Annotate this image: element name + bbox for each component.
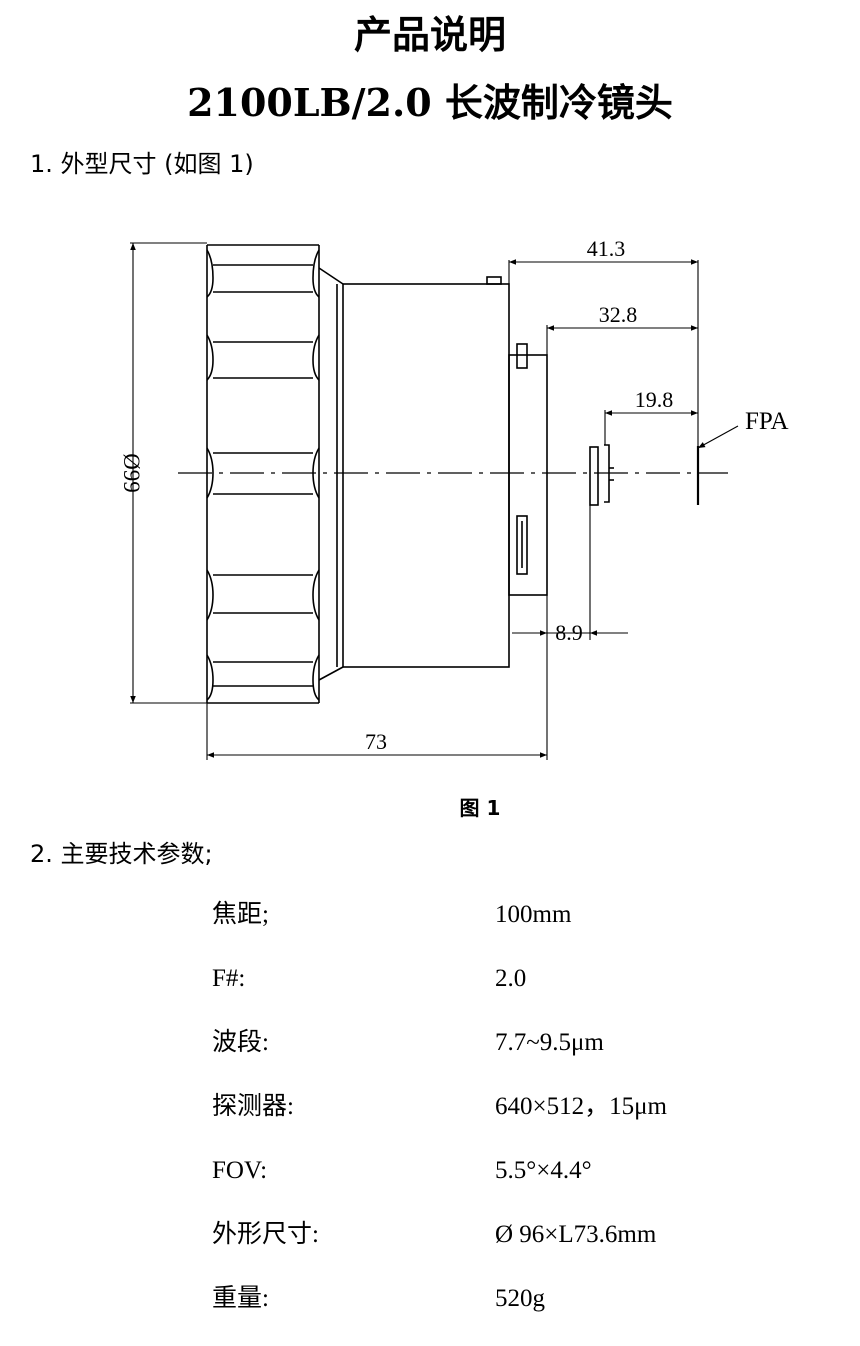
taper-section: [318, 267, 344, 681]
spec-value: 640×512，15μm: [495, 1093, 667, 1120]
dimension-label-41-3: 41.3: [587, 236, 626, 261]
dimension-label-73: 73: [365, 729, 387, 754]
document-subtitle: 2100LB/2.0 长波制冷镜头: [187, 80, 673, 125]
section-heading-dimensions: 1. 外型尺寸 (如图 1): [30, 150, 254, 178]
spec-value: Ø 96×L73.6mm: [495, 1221, 657, 1248]
spec-value: 5.5°×4.4°: [495, 1157, 592, 1184]
rear-mount: [508, 343, 548, 596]
focus-ring: [206, 244, 320, 704]
spec-key: 探测器:: [212, 1093, 294, 1120]
spec-value: 7.7~9.5μm: [495, 1029, 604, 1056]
diameter-label: Ø99: [119, 453, 144, 493]
spec-key: 重量:: [212, 1285, 269, 1312]
spec-value: 2.0: [495, 965, 527, 992]
spec-value: 520g: [495, 1285, 545, 1312]
spec-key: 焦距;: [212, 901, 269, 928]
lens-dimension-drawing: 41.3 32.8 19.8 FPA Ø99 8.9 73: [119, 236, 789, 760]
fpa-label: FPA: [745, 408, 789, 435]
section-heading-specs: 2. 主要技术参数;: [30, 840, 213, 868]
lens-barrel: [342, 276, 510, 668]
spec-key: 外形尺寸:: [212, 1221, 319, 1248]
dimension-label-19-8: 19.8: [635, 387, 674, 412]
spec-key: F#:: [212, 965, 246, 992]
cold-window: [589, 444, 614, 506]
spec-key: 波段:: [212, 1029, 269, 1056]
dimension-lines: [130, 243, 739, 758]
document-title: 产品说明: [353, 12, 506, 57]
spec-value: 100mm: [495, 901, 572, 928]
figure-caption: 图 1: [459, 796, 501, 820]
dimension-label-32-8: 32.8: [599, 302, 638, 327]
spec-key: FOV:: [212, 1157, 268, 1184]
dimension-label-8-9: 8.9: [555, 620, 583, 645]
